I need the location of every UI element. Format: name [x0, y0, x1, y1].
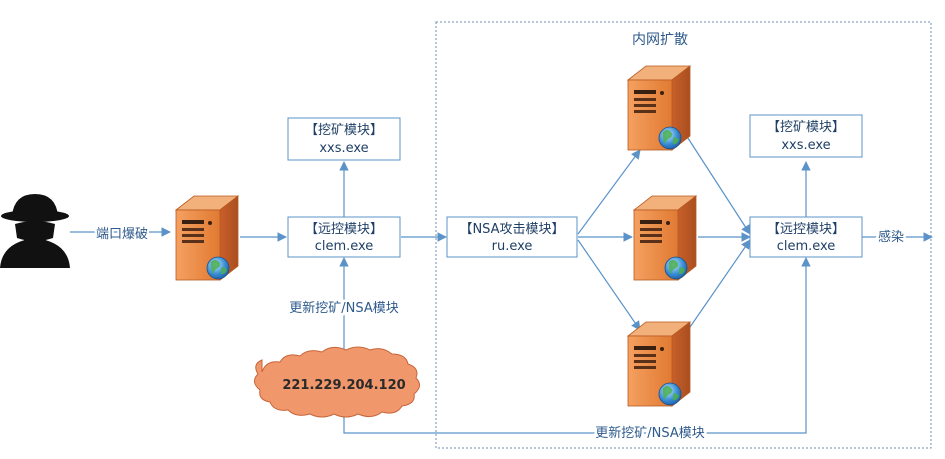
- remote-module-left: 【远控模块】 clem.exe: [287, 216, 401, 258]
- edge-top-remote: [683, 131, 751, 235]
- nsa-attack-module: 【NSA攻击模块】 ru.exe: [446, 216, 578, 258]
- hacker-icon: [0, 194, 70, 268]
- svg-text:【远控模块】: 【远控模块】: [767, 222, 845, 237]
- update-bottom-label: 更新挖矿/NSA模块: [595, 425, 705, 441]
- svg-text:clem.exe: clem.exe: [315, 239, 374, 254]
- svg-text:【远控模块】: 【远控模块】: [305, 222, 383, 237]
- infect-label: 感染: [878, 229, 904, 245]
- remote-module-right: 【远控模块】 clem.exe: [749, 216, 863, 258]
- server-icon-bottom: [627, 321, 691, 407]
- svg-text:xxs.exe: xxs.exe: [781, 138, 830, 153]
- edge-nsa-server-bottom: [577, 239, 641, 331]
- mining-module-left: 【挖矿模块】 xxs.exe: [287, 117, 401, 161]
- svg-text:clem.exe: clem.exe: [777, 239, 836, 254]
- server-icon-entry: [175, 195, 239, 281]
- update-left-label: 更新挖矿/NSA模块: [289, 300, 399, 316]
- region-title: 内网扩散: [632, 32, 688, 48]
- svg-text:【挖矿模块】: 【挖矿模块】: [305, 123, 383, 138]
- svg-text:【NSA攻击模块】: 【NSA攻击模块】: [459, 222, 564, 237]
- svg-text:【挖矿模块】: 【挖矿模块】: [767, 120, 845, 135]
- edge-bottom-remote: [687, 239, 751, 331]
- port-brute-label: 端口爆破: [96, 227, 148, 242]
- mining-module-right: 【挖矿模块】 xxs.exe: [749, 114, 863, 158]
- edge-cloud-remote-right: [343, 257, 811, 434]
- server-icon-middle: [633, 195, 697, 281]
- svg-text:xxs.exe: xxs.exe: [319, 141, 368, 156]
- cloud-ip-address: 221.229.204.120: [282, 378, 405, 393]
- c2-server-cloud: 221.229.204.120: [254, 346, 420, 418]
- server-icon-top: [627, 65, 691, 151]
- svg-text:ru.exe: ru.exe: [492, 239, 533, 254]
- edge-nsa-server-top: [577, 149, 641, 235]
